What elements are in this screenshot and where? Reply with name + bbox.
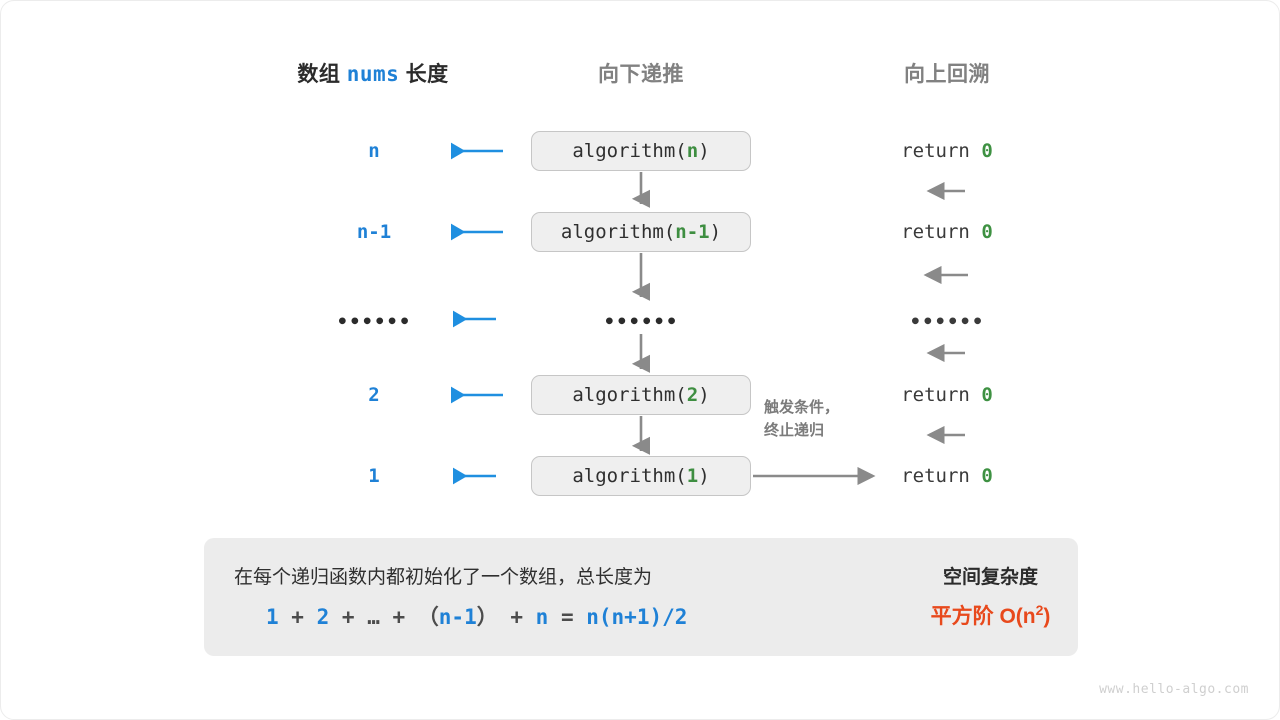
formula-token-10: n [535,605,549,629]
call-suffix-row2: ) [709,221,722,243]
call-prefix-row2: algorithm( [560,221,676,243]
formula-token-0: 1 [266,605,279,629]
formula-token-6: （ [417,605,439,629]
return-row4: return 0 [901,384,993,406]
call-arg-row5: 1 [686,465,699,487]
summary-result-title: 空间复杂度 [942,567,1038,588]
call-suffix-row4: ) [698,384,710,406]
summary-panel: 在每个递归函数内都初始化了一个数组，总长度为 1 + 2 + … + （n-1）… [204,538,1078,656]
length-value-row2: n-1 [356,221,392,243]
summary-result-exponent: 2 [1035,602,1044,618]
return-row1: return 0 [901,140,993,162]
formula-token-12: n(n+1)/2 [586,605,688,629]
call-arg-row4: 2 [686,384,699,406]
call-suffix-row5: ) [698,465,710,487]
summary-formula: 1 + 2 + … + （n-1） + n = n(n+1)/2 [266,601,687,631]
blue-length-arrows [451,142,503,485]
formula-token-3: + [329,605,368,629]
summary-result-close: ) [1043,605,1051,628]
header-backtrack-up: 向上回溯 [904,63,990,86]
length-value-row5: 1 [368,465,380,487]
return-text-row2: return [901,221,982,243]
formula-token-4: … [367,605,380,629]
formula-token-9: + [497,605,536,629]
call-box-row1: algorithm(n) [531,131,751,171]
terminate-note-line2: 终止递归 [764,422,825,440]
summary-result-bigo: O(n [999,605,1036,628]
return-value-row2: 0 [981,221,993,243]
summary-result-label: 平方阶 [930,605,1000,628]
return-row2: return 0 [901,221,993,243]
length-ellipsis-row3: •••••• [336,311,412,333]
length-value-row1: n [368,140,380,162]
return-text-row5: return [901,465,982,487]
call-prefix-row5: algorithm( [572,465,687,487]
call-ellipsis-row3: •••••• [603,311,679,333]
call-arg-row1: n [686,140,699,162]
summary-result-value: 平方阶 O(n2) [893,600,1088,630]
formula-token-1: + [278,605,317,629]
call-arg-row2: n-1 [675,221,710,243]
header-array-length: 数组 nums 长度 [297,58,448,88]
header-recurse-down: 向下递推 [598,63,684,86]
call-box-row5: algorithm(1) [531,456,751,496]
header-left-post: 长度 [399,63,449,86]
summary-description: 在每个递归函数内都初始化了一个数组，总长度为 [234,567,653,588]
call-box-row4: algorithm(2) [531,375,751,415]
formula-token-5: + [379,605,418,629]
call-box-row2: algorithm(n-1) [531,212,751,252]
return-row5: return 0 [901,465,993,487]
header-left-pre: 数组 [297,63,347,86]
terminate-note-line1: 触发条件， [764,399,840,416]
return-value-row4: 0 [981,384,993,406]
watermark: www.hello-algo.com [1099,682,1249,697]
return-text-row4: return [901,384,982,406]
formula-token-7: n-1 [438,605,477,629]
header-left-code: nums [346,62,400,86]
return-ellipsis-row3: •••••• [909,311,985,333]
formula-token-8: ） [476,605,498,629]
length-value-row4: 2 [368,384,380,406]
terminate-note: 触发条件， 终止递归 [764,396,839,443]
call-prefix-row1: algorithm( [572,140,687,162]
formula-token-11: = [548,605,587,629]
call-prefix-row4: algorithm( [572,384,687,406]
return-value-row1: 0 [981,140,993,162]
return-value-row5: 0 [981,465,993,487]
formula-token-2: 2 [316,605,330,629]
return-text-row1: return [901,140,982,162]
call-suffix-row1: ) [698,140,710,162]
